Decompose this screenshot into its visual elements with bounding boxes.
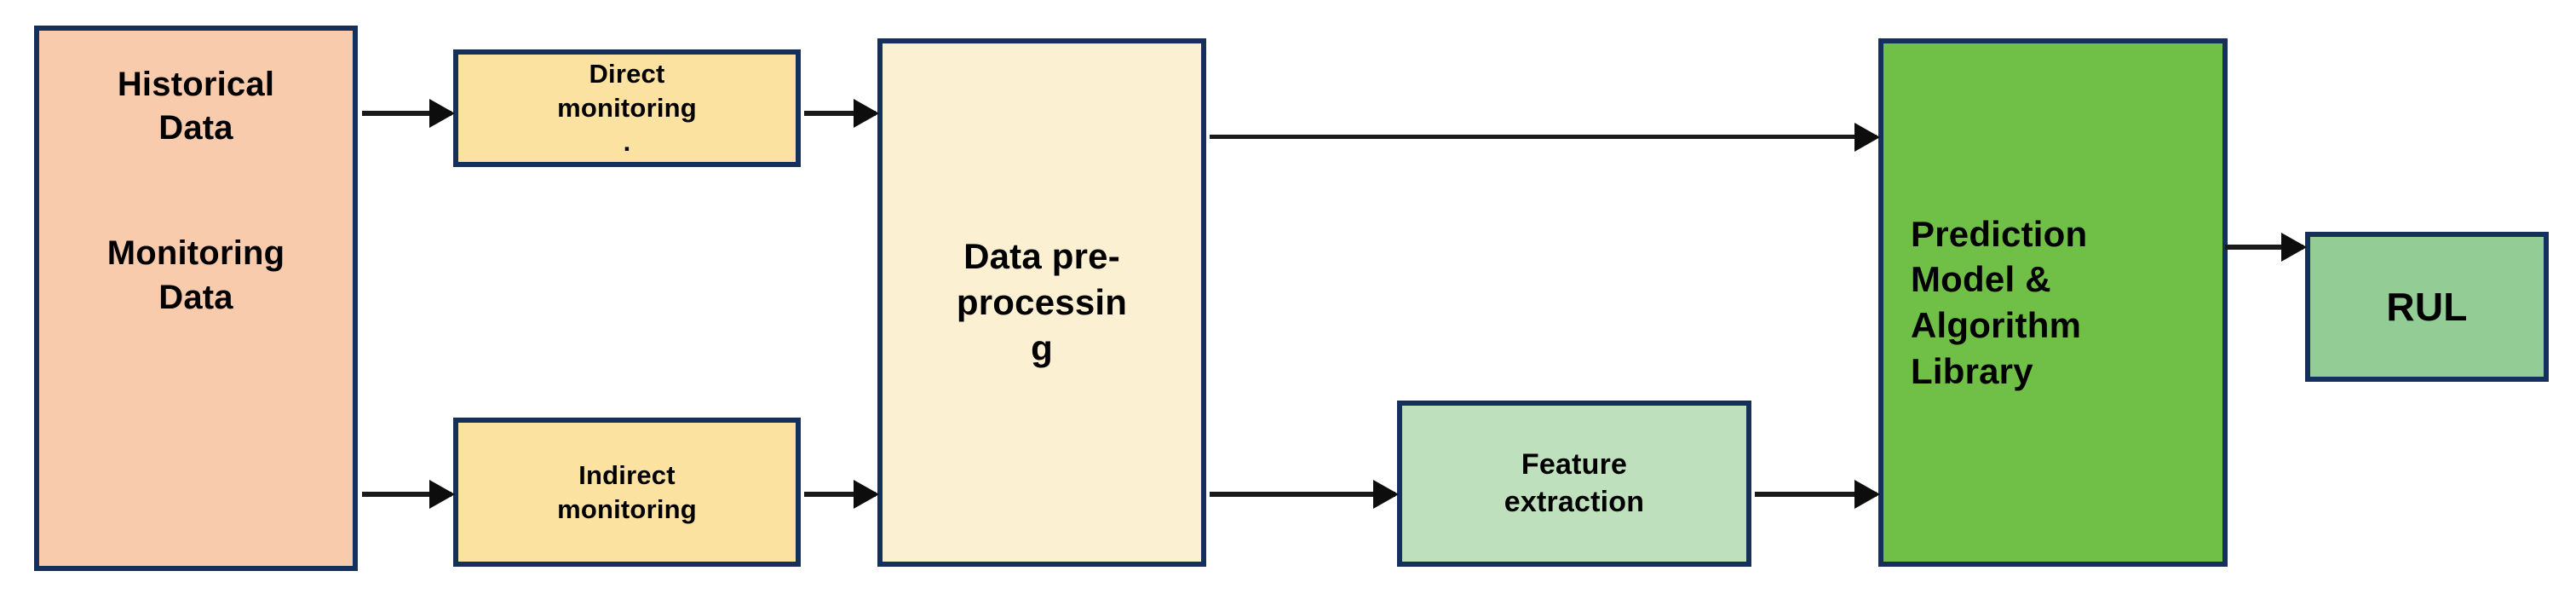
node-prediction-model-algorithm-library[interactable]: Prediction Model & Algorithm Library — [1878, 38, 2228, 567]
data-source-monitoring-line1: Monitoring — [106, 234, 285, 273]
direct-monitoring-line3: . — [623, 126, 631, 157]
feature-extraction-line1: Feature — [1521, 447, 1628, 481]
data-pre-processing-line3: g — [1031, 327, 1053, 368]
direct-monitoring-line1: Direct — [589, 59, 665, 89]
arrow-direct-monitoring-to-data-pre-processing — [804, 111, 876, 116]
indirect-monitoring-line2: monitoring — [557, 493, 697, 524]
arrow-feature-extraction-to-prediction-model — [1755, 492, 1877, 497]
prediction-model-line4: Library — [1911, 350, 2033, 391]
data-pre-processing-line1: Data pre- — [963, 236, 1120, 277]
prediction-model-line3: Algorithm — [1911, 305, 2082, 345]
node-rul[interactable]: RUL — [2305, 232, 2549, 382]
arrow-data-pre-processing-to-feature-extraction — [1210, 492, 1395, 497]
node-data-pre-processing[interactable]: Data pre- processin g — [877, 38, 1206, 567]
data-source-historical-line1: Historical — [117, 66, 275, 103]
arrow-indirect-monitoring-to-data-pre-processing — [804, 492, 876, 497]
direct-monitoring-line2: monitoring — [557, 93, 697, 124]
prediction-model-line1: Prediction — [1911, 213, 2088, 254]
arrow-data-pre-processing-to-prediction-model — [1210, 135, 1877, 139]
data-source-historical-line2: Data — [158, 109, 233, 147]
data-source-historical-group: Historical Data — [118, 63, 274, 150]
data-source-monitoring-group: Monitoring Data — [107, 232, 285, 319]
node-feature-extraction[interactable]: Feature extraction — [1397, 401, 1751, 567]
arrow-prediction-model-to-rul — [2225, 245, 2303, 250]
indirect-monitoring-line1: Indirect — [578, 459, 676, 490]
node-indirect-monitoring[interactable]: Indirect monitoring — [453, 418, 801, 567]
feature-extraction-line2: extraction — [1504, 485, 1645, 518]
arrow-source-to-direct-monitoring — [362, 111, 451, 116]
node-data-source[interactable]: Historical Data Monitoring Data — [34, 26, 358, 571]
data-source-monitoring-line2: Data — [158, 278, 233, 316]
node-direct-monitoring[interactable]: Direct monitoring . — [453, 49, 801, 167]
arrow-source-to-indirect-monitoring — [362, 492, 451, 497]
prediction-model-line2: Model & — [1911, 259, 2051, 300]
rul-label: RUL — [2386, 284, 2468, 329]
data-pre-processing-line2: processin — [956, 282, 1128, 323]
